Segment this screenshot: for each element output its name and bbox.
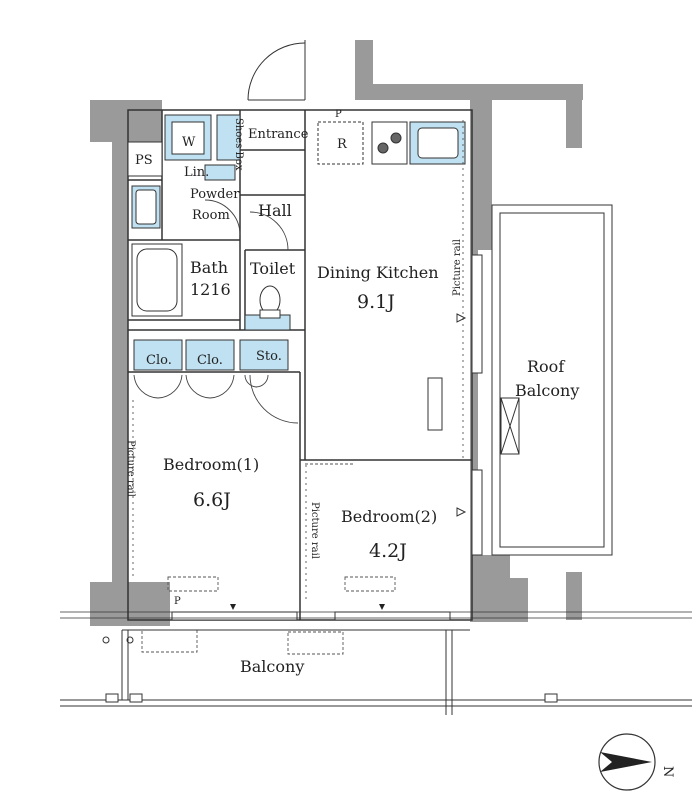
picture-rail-b2-label: Picture rail — [309, 502, 320, 559]
door-swings — [133, 199, 299, 424]
closet-2-label: Clo. — [197, 353, 223, 368]
kitchen-column — [427, 377, 443, 431]
powder-room-label-2: Room — [192, 208, 230, 223]
closet-1-label: Clo. — [146, 353, 172, 368]
compass: N — [598, 733, 675, 791]
entrance-door — [247, 40, 306, 101]
window-triangles-right — [456, 313, 467, 517]
entrance-label: Entrance — [248, 127, 309, 142]
bath-label: Bath — [190, 258, 228, 277]
fixtures — [127, 114, 466, 371]
picture-rail-b1-label: Picture rail — [125, 440, 136, 497]
shoes-box-label: Shoes Box — [233, 118, 244, 171]
storage-label: Sto. — [256, 349, 282, 364]
bedroom2-label: Bedroom(2) — [341, 507, 437, 526]
roof-balcony-label-1: Roof — [527, 357, 565, 376]
hall-label: Hall — [258, 201, 292, 220]
picture-rail-dk-label: Picture rail — [452, 239, 463, 296]
bath-size-label: 1216 — [190, 280, 231, 299]
linen-label: Lin. — [184, 165, 209, 180]
washer-label: W — [182, 135, 196, 150]
dashed-fixtures — [132, 120, 464, 655]
room-labels: Entrance Shoes Box W PS Lin. Powder Room… — [125, 109, 579, 676]
windows — [171, 254, 483, 621]
window-markers — [230, 604, 385, 610]
roof-balcony — [491, 204, 613, 556]
pipe-label-2: P — [174, 596, 181, 607]
ps-label: PS — [135, 153, 153, 168]
dining-kitchen-size-label: 9.1J — [357, 291, 395, 313]
compass-north-label: N — [660, 766, 675, 777]
balcony-area — [60, 611, 692, 715]
toilet-label: Toilet — [250, 259, 296, 278]
bedroom1-size-label: 6.6J — [193, 489, 231, 511]
structural-walls — [90, 40, 583, 626]
dining-kitchen-label: Dining Kitchen — [317, 263, 439, 282]
refrigerator-label: R — [337, 137, 348, 152]
balcony-label: Balcony — [240, 657, 304, 676]
roof-balcony-label-2: Balcony — [515, 381, 579, 400]
powder-room-label-1: Powder — [190, 187, 240, 202]
bedroom2-size-label: 4.2J — [369, 540, 407, 562]
pipe-label-1: P — [335, 109, 342, 120]
bedroom1-label: Bedroom(1) — [163, 455, 259, 474]
